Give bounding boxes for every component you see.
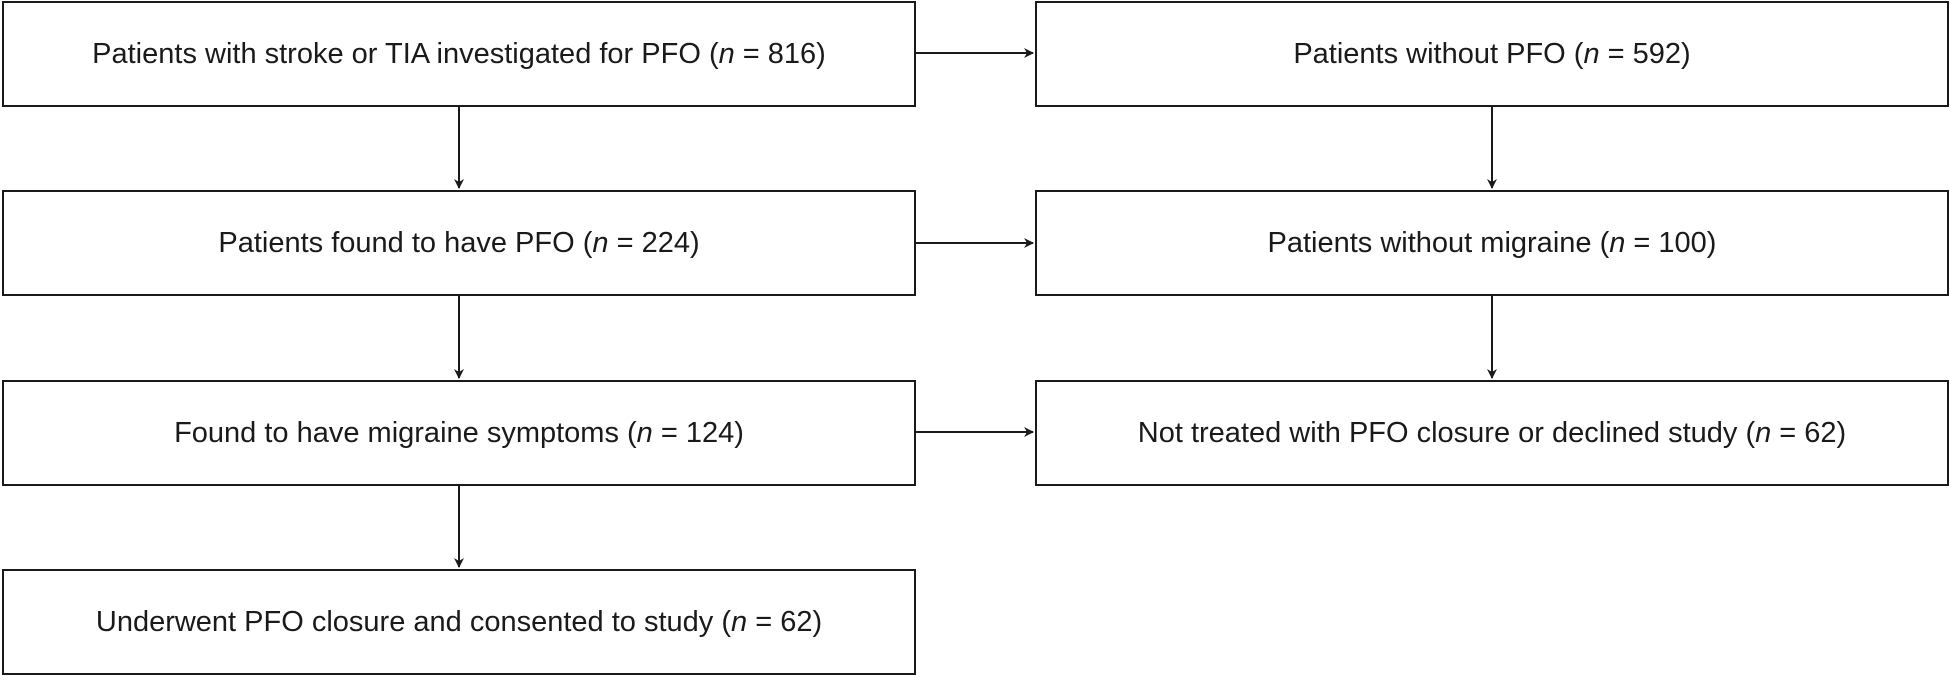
box-label: Patients without migraine (n = 100) xyxy=(1267,226,1717,259)
box-label: Patients without PFO (n = 592) xyxy=(1293,37,1691,70)
box-stroke-tia-investigated: Patients with stroke or TIA investigated… xyxy=(2,1,916,107)
box-label: Not treated with PFO closure or declined… xyxy=(1137,416,1847,449)
box-label: Found to have migraine symptoms (n = 124… xyxy=(174,416,744,449)
box-migraine-symptoms: Found to have migraine symptoms (n = 124… xyxy=(2,380,916,486)
box-without-migraine: Patients without migraine (n = 100) xyxy=(1035,190,1949,296)
box-label: Patients with stroke or TIA investigated… xyxy=(92,37,826,70)
box-found-pfo: Patients found to have PFO (n = 224) xyxy=(2,190,916,296)
box-not-treated-declined: Not treated with PFO closure or declined… xyxy=(1035,380,1949,486)
box-label: Patients found to have PFO (n = 224) xyxy=(218,226,700,259)
box-pfo-closure-consented: Underwent PFO closure and consented to s… xyxy=(2,569,916,675)
box-label: Underwent PFO closure and consented to s… xyxy=(95,605,823,638)
box-without-pfo: Patients without PFO (n = 592) xyxy=(1035,1,1949,107)
